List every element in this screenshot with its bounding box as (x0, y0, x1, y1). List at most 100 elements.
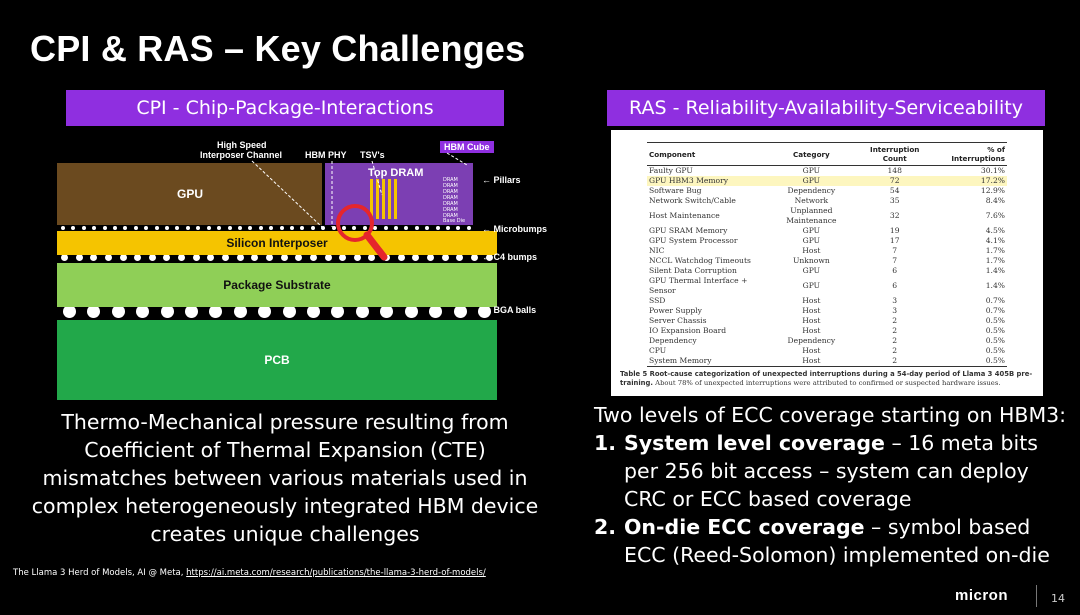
bga-ball-row (63, 305, 491, 318)
ecc-coverage-text: Two levels of ECC coverage starting on H… (594, 401, 1074, 569)
cell-percent: 1.7% (985, 256, 1005, 265)
bga-ball (111, 305, 125, 318)
pcb-layer: PCB (57, 320, 497, 400)
microbump (404, 226, 409, 230)
c4-bump (280, 254, 288, 261)
dram-label: DRAM (443, 177, 458, 183)
silicon-interposer-label: Silicon Interposer (226, 236, 328, 250)
cpi-header: CPI - Chip-Package-Interactions (66, 90, 504, 126)
ecc-item-title: On-die ECC coverage (624, 515, 865, 539)
cell-component: Host Maintenance (649, 211, 720, 220)
c4-bump (134, 254, 142, 261)
col-percent: % of Interruptions (932, 142, 1007, 166)
footer-divider (1036, 585, 1037, 607)
c4-bump (427, 254, 435, 261)
cell-component: Server Chassis (649, 316, 707, 325)
cell-category: GPU (802, 236, 821, 245)
cell-percent: 0.7% (985, 306, 1005, 315)
microbump (456, 226, 461, 230)
bga-ball (87, 305, 101, 318)
col-component: Component (647, 142, 766, 166)
microbump (383, 226, 388, 230)
microbump (196, 226, 201, 230)
col-category: Category (765, 142, 858, 166)
dram-label: DRAM (443, 213, 458, 219)
tsv-pillars (370, 179, 398, 219)
microbump (435, 226, 440, 230)
c4-bump (309, 254, 317, 261)
bga-ball (355, 305, 369, 318)
c4-bump (90, 254, 98, 261)
cell-count: 17 (889, 236, 900, 245)
microbump (92, 226, 97, 230)
c4-bump (119, 254, 127, 261)
cell-count: 2 (892, 316, 898, 325)
microbump (217, 226, 222, 230)
cell-count: 2 (857, 356, 933, 367)
cell-percent: 17.2% (932, 176, 1007, 186)
c4-bump (222, 254, 230, 261)
pillars-label: ← Pillars (482, 175, 521, 185)
cell-count: 19 (889, 226, 900, 235)
c4-bump (251, 254, 259, 261)
ecc-item-1: 1. System level coverage – 16 meta bits … (594, 429, 1074, 513)
cell-category: GPU (802, 166, 821, 175)
cell-percent: 0.5% (985, 326, 1005, 335)
cell-percent: 0.7% (985, 296, 1005, 305)
c4-bump (104, 254, 112, 261)
microbump (331, 226, 336, 230)
microbump (237, 226, 242, 230)
cell-count: 72 (857, 176, 933, 186)
magnifier-icon (336, 204, 388, 261)
microbump (279, 226, 284, 230)
microbump (113, 226, 118, 230)
cell-percent: 0.5% (985, 316, 1005, 325)
c4-bump (470, 254, 478, 261)
cell-component: CPU (649, 346, 667, 355)
c4-bump (75, 254, 83, 261)
cell-component: NIC (649, 246, 665, 255)
top-dram-label: Top DRAM (368, 167, 424, 179)
bga-ball (331, 305, 345, 318)
cell-component: NCCL Watchdog Timeouts (649, 256, 751, 265)
cell-count: 7 (892, 256, 898, 265)
ecc-item-title: System level coverage (624, 431, 885, 455)
footnote-link[interactable]: https://ai.meta.com/research/publication… (186, 568, 486, 578)
cell-count: 3 (892, 306, 898, 315)
cell-count: 7 (892, 246, 898, 255)
dram-label: DRAM (443, 183, 458, 189)
ecc-item-desc: – symbol based ECC (Reed-Solomon) implem… (624, 515, 1050, 567)
dram-label: DRAM (443, 195, 458, 201)
microbump (206, 226, 211, 230)
table-header-row: Component Category Interruption Count % … (647, 142, 1007, 166)
interruption-table-image: Component Category Interruption Count % … (611, 130, 1043, 396)
cell-category: GPU (802, 226, 821, 235)
bga-ball (380, 305, 394, 318)
bga-ball (453, 305, 467, 318)
microbump (321, 226, 326, 230)
cell-count: 148 (887, 166, 902, 175)
gpu-die: GPU (57, 163, 322, 225)
cell-component: GPU HBM3 Memory (647, 176, 766, 186)
cell-component: GPU SRAM Memory (649, 226, 728, 235)
ecc-item-body: System level coverage – 16 meta bits per… (624, 429, 1074, 513)
microbump (123, 226, 128, 230)
cell-count: 2 (892, 346, 898, 355)
microbump (341, 226, 346, 230)
pillars-text: Pillars (493, 175, 521, 185)
c4-bump (456, 254, 464, 261)
cell-count: 32 (889, 211, 900, 220)
microbump (414, 226, 419, 230)
c4-bumps-label: ← C4 bumps (482, 252, 538, 262)
microbump (175, 226, 180, 230)
footnote: The Llama 3 Herd of Models, AI @ Meta, h… (13, 568, 486, 578)
microbump (185, 226, 190, 230)
c4-bump (441, 254, 449, 261)
hbm-cube-tag: HBM Cube (440, 141, 494, 153)
microbump (102, 226, 107, 230)
